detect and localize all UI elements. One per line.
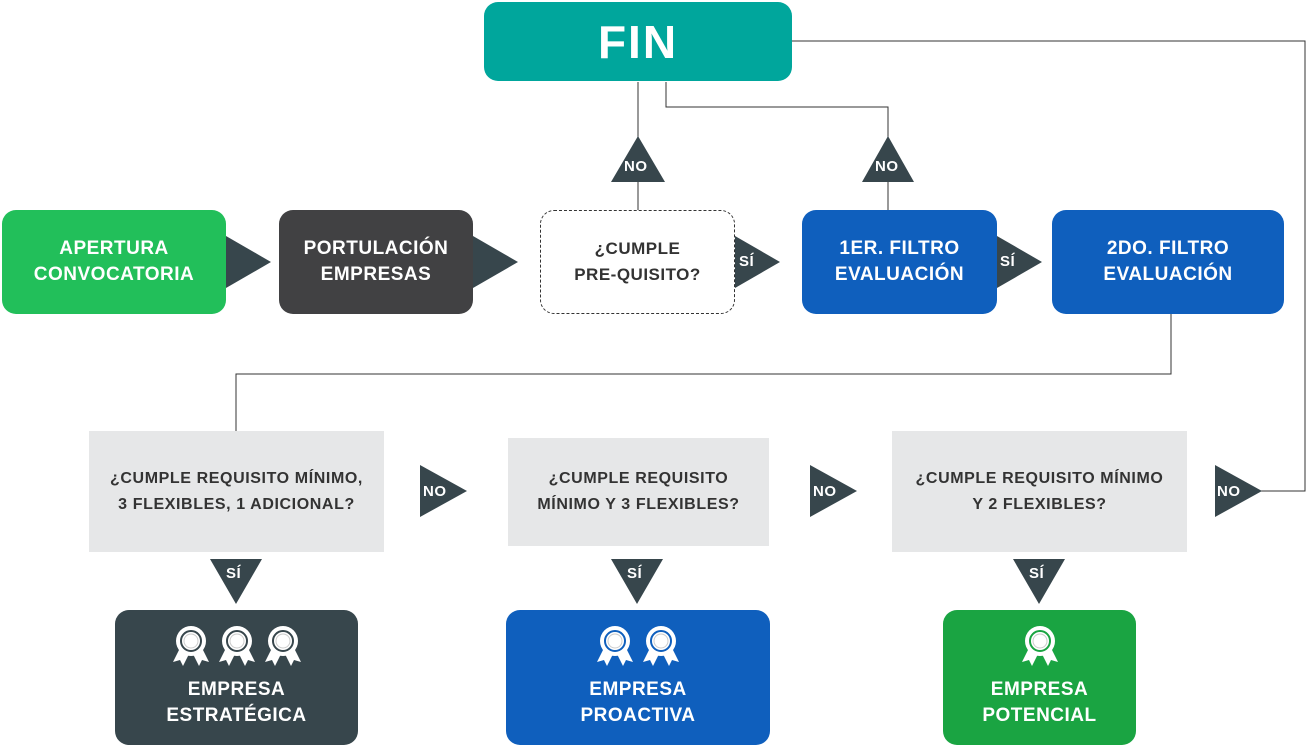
result-potencial: EMPRESA POTENCIAL bbox=[943, 610, 1136, 745]
result-label: EMPRESA bbox=[990, 679, 1089, 700]
arrow-down-icon bbox=[1013, 559, 1065, 604]
award-ribbon-icon bbox=[643, 626, 679, 666]
step-filtro-1: 1ER. FILTRO EVALUACIÓN bbox=[802, 210, 997, 314]
fin-box: FIN bbox=[484, 2, 792, 81]
yes-tag: SÍ bbox=[1000, 253, 1016, 270]
award-ribbon-icon bbox=[172, 626, 209, 666]
question-potential: ¿CUMPLE REQUISITO MÍNIMO Y 2 FLEXIBLES? bbox=[892, 431, 1187, 552]
decision-prerequisite: ¿CUMPLE PRE-QUISITO? bbox=[540, 210, 735, 314]
result-estrategica: EMPRESA ESTRATÉGICA bbox=[115, 610, 358, 745]
arrow-down-icon bbox=[611, 559, 663, 604]
no-tag: NO bbox=[423, 483, 447, 500]
no-tag: NO bbox=[624, 158, 648, 175]
decision-label: ¿CUMPLE bbox=[594, 239, 681, 258]
yes-tag: SÍ bbox=[1029, 565, 1045, 582]
arrow-right-icon bbox=[473, 236, 518, 288]
question-proactive: ¿CUMPLE REQUISITO MÍNIMO Y 3 FLEXIBLES? bbox=[508, 438, 769, 546]
result-label: EMPRESA bbox=[589, 679, 687, 700]
step-label: EVALUACIÓN bbox=[1103, 264, 1233, 285]
question-label: ¿CUMPLE REQUISITO MÍNIMO, bbox=[110, 469, 363, 487]
arrow-up-icon bbox=[611, 136, 665, 182]
result-label: POTENCIAL bbox=[982, 705, 1097, 726]
award-ribbon-icon bbox=[264, 626, 301, 666]
badge-row bbox=[115, 624, 358, 668]
result-label: PROACTIVA bbox=[580, 705, 696, 726]
result-label: ESTRATÉGICA bbox=[166, 705, 307, 726]
step-filtro-2: 2DO. FILTRO EVALUACIÓN bbox=[1052, 210, 1284, 314]
no-tag: NO bbox=[813, 483, 837, 500]
step-label: PORTULACIÓN bbox=[303, 238, 449, 259]
question-label: ¿CUMPLE REQUISITO MÍNIMO bbox=[915, 469, 1164, 487]
arrow-right-icon bbox=[1215, 465, 1262, 517]
arrow-down-icon bbox=[210, 559, 262, 604]
step-label: APERTURA bbox=[59, 238, 169, 259]
step-postulacion: PORTULACIÓN EMPRESAS bbox=[279, 210, 473, 314]
no-tag: NO bbox=[1217, 483, 1241, 500]
question-label: ¿CUMPLE REQUISITO bbox=[548, 470, 729, 487]
no-tag: NO bbox=[875, 158, 899, 175]
fin-label: FIN bbox=[597, 15, 679, 68]
step-apertura: APERTURA CONVOCATORIA bbox=[2, 210, 226, 314]
arrow-up-icon bbox=[862, 136, 914, 182]
arrow-right-icon bbox=[810, 465, 857, 517]
award-ribbon-icon bbox=[597, 626, 633, 666]
arrow-right-icon bbox=[420, 465, 467, 517]
question-label: Y 2 FLEXIBLES? bbox=[972, 495, 1107, 513]
yes-tag: SÍ bbox=[226, 565, 242, 582]
badge-row bbox=[506, 624, 770, 668]
step-label: EVALUACIÓN bbox=[834, 264, 965, 285]
award-ribbon-icon bbox=[1021, 626, 1058, 666]
step-label: 2DO. FILTRO bbox=[1106, 238, 1230, 259]
arrow-right-icon bbox=[997, 236, 1042, 288]
arrow-right-icon bbox=[226, 236, 271, 288]
question-label: 3 FLEXIBLES, 1 ADICIONAL? bbox=[118, 495, 355, 513]
step-label: 1ER. FILTRO bbox=[839, 238, 960, 259]
yes-tag: SÍ bbox=[627, 565, 643, 582]
question-strategic: ¿CUMPLE REQUISITO MÍNIMO, 3 FLEXIBLES, 1 … bbox=[89, 431, 384, 552]
step-label: EMPRESAS bbox=[320, 264, 432, 285]
result-label: EMPRESA bbox=[187, 679, 286, 700]
yes-tag: SÍ bbox=[739, 253, 755, 270]
decision-label: PRE-QUISITO? bbox=[574, 265, 701, 284]
badge-row bbox=[943, 624, 1136, 668]
result-proactiva: EMPRESA PROACTIVA bbox=[506, 610, 770, 745]
step-label: CONVOCATORIA bbox=[33, 264, 195, 285]
question-label: MÍNIMO Y 3 FLEXIBLES? bbox=[537, 496, 740, 513]
award-ribbon-icon bbox=[218, 626, 255, 666]
arrow-right-icon bbox=[735, 236, 780, 288]
